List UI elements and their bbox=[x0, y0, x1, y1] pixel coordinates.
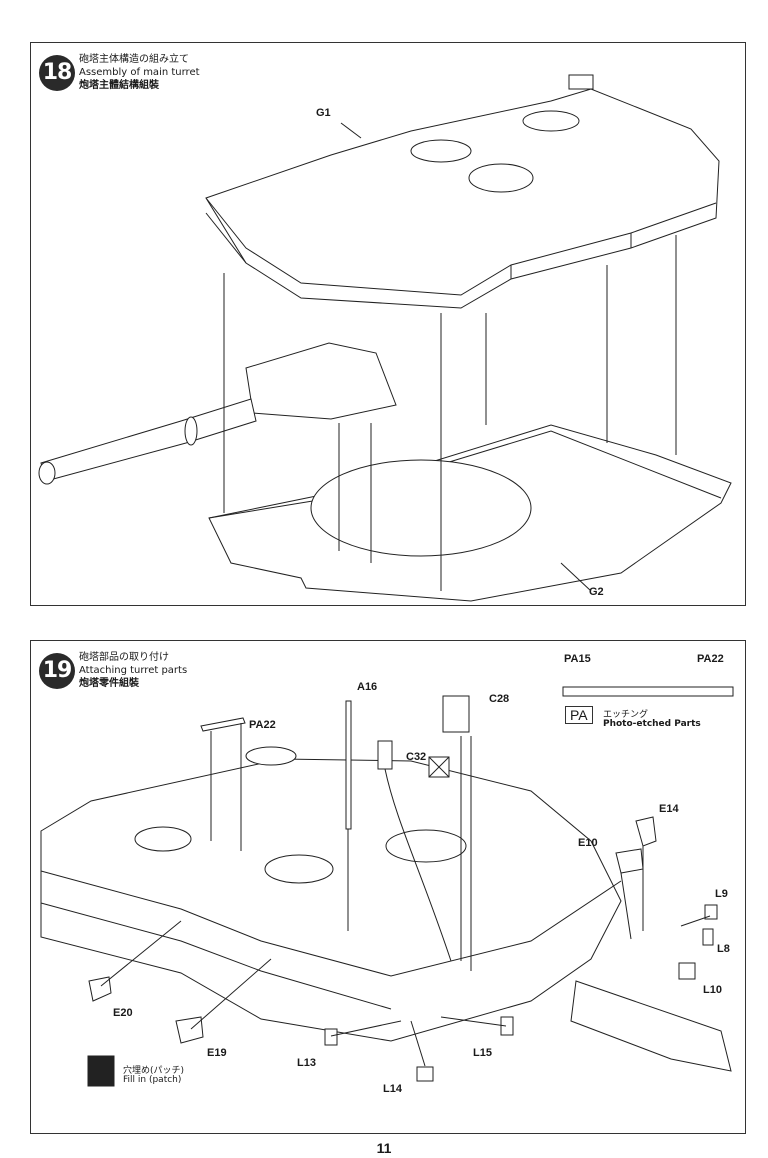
fill-in-legend-ja: 穴埋め(パッチ) bbox=[123, 1066, 185, 1076]
fret-label-pa15: PA15 bbox=[564, 653, 591, 665]
part-e19 bbox=[175, 1016, 204, 1044]
fill-in-icon bbox=[87, 1055, 115, 1087]
step-19-panel: 19 砲塔部品の取り付け Attaching turret parts 炮塔零件… bbox=[30, 640, 746, 1134]
leader-lines bbox=[100, 723, 711, 1067]
step-title-ja: 砲塔部品の取り付け bbox=[79, 652, 169, 663]
part-l9 bbox=[704, 904, 718, 920]
page-number: 11 bbox=[376, 1140, 392, 1156]
fill-in-legend-en: Fill in (patch) bbox=[123, 1075, 182, 1085]
part-label-l14: L14 bbox=[383, 1083, 402, 1095]
part-label-a16: A16 bbox=[357, 681, 378, 693]
muzzle bbox=[38, 461, 56, 485]
step-title-en: Assembly of main turret bbox=[79, 67, 200, 78]
step-title-cn: 炮塔主體結構組裝 bbox=[79, 80, 159, 91]
turret-ring-opening bbox=[310, 459, 532, 557]
step-number-badge: 18 bbox=[39, 55, 75, 91]
part-pa22 bbox=[200, 717, 246, 732]
part-label-l9: L9 bbox=[715, 888, 728, 900]
hatch-ring bbox=[468, 163, 534, 193]
turret-parts-drawing bbox=[40, 686, 734, 1087]
alignment-lines bbox=[223, 122, 677, 592]
step-title: 砲塔主体構造の組み立て Assembly of main turret 炮塔主體… bbox=[79, 53, 200, 92]
part-e14 bbox=[635, 816, 657, 847]
pa-legend-en: Photo-etched Parts bbox=[603, 719, 701, 729]
part-label-l13: L13 bbox=[297, 1057, 316, 1069]
part-label-c28: C28 bbox=[489, 693, 510, 705]
part-c28 bbox=[442, 695, 470, 733]
part-l10 bbox=[678, 962, 696, 980]
part-label-e14: E14 bbox=[659, 803, 679, 815]
step-number-badge: 19 bbox=[39, 653, 75, 689]
turret-assembly-drawing bbox=[38, 74, 732, 602]
pa-legend-box: PA bbox=[565, 706, 593, 724]
step-title-en: Attaching turret parts bbox=[79, 665, 188, 676]
part-l13 bbox=[324, 1028, 338, 1046]
part-label-l15: L15 bbox=[473, 1047, 492, 1059]
part-e10 bbox=[615, 848, 644, 874]
part-l8 bbox=[702, 928, 714, 946]
part-l15 bbox=[500, 1016, 514, 1036]
gun-mantlet bbox=[245, 342, 397, 420]
part-label-l8: L8 bbox=[717, 943, 730, 955]
part-l14 bbox=[416, 1066, 434, 1082]
step-title-cn: 炮塔零件組裝 bbox=[79, 678, 139, 689]
hatch-ring bbox=[134, 826, 192, 852]
part-c32 bbox=[377, 740, 393, 770]
step-title-ja: 砲塔主体構造の組み立て bbox=[79, 54, 189, 65]
step-title: 砲塔部品の取り付け Attaching turret parts 炮塔零件組裝 bbox=[79, 651, 187, 690]
hatch-ring bbox=[410, 139, 472, 163]
gun-barrel bbox=[570, 980, 732, 1072]
part-label-e19: E19 bbox=[207, 1047, 227, 1059]
part-e20 bbox=[88, 976, 112, 1002]
pa-legend-ja: エッチング bbox=[603, 710, 649, 720]
upper-turret-body bbox=[205, 88, 720, 309]
part-label-l10: L10 bbox=[703, 984, 722, 996]
part-label-g2: G2 bbox=[589, 586, 604, 598]
hatch-ring bbox=[264, 854, 334, 884]
part-label-c32: C32 bbox=[406, 751, 427, 763]
antenna-rod bbox=[345, 700, 352, 830]
step-18-panel: 18 砲塔主体構造の組み立て Assembly of main turret 炮… bbox=[30, 42, 746, 606]
hatch-ring bbox=[385, 829, 467, 863]
part-label-g1: G1 bbox=[316, 107, 331, 119]
hatch-ring bbox=[245, 746, 297, 766]
part-label-e20: E20 bbox=[113, 1007, 133, 1019]
turret-body bbox=[40, 758, 622, 1042]
photo-etched-fret bbox=[562, 686, 734, 697]
sight-block bbox=[568, 74, 594, 90]
part-label-pa22: PA22 bbox=[249, 719, 276, 731]
part-label-e10: E10 bbox=[578, 837, 598, 849]
fret-label-pa22: PA22 bbox=[697, 653, 724, 665]
hatch-ring bbox=[522, 110, 580, 132]
